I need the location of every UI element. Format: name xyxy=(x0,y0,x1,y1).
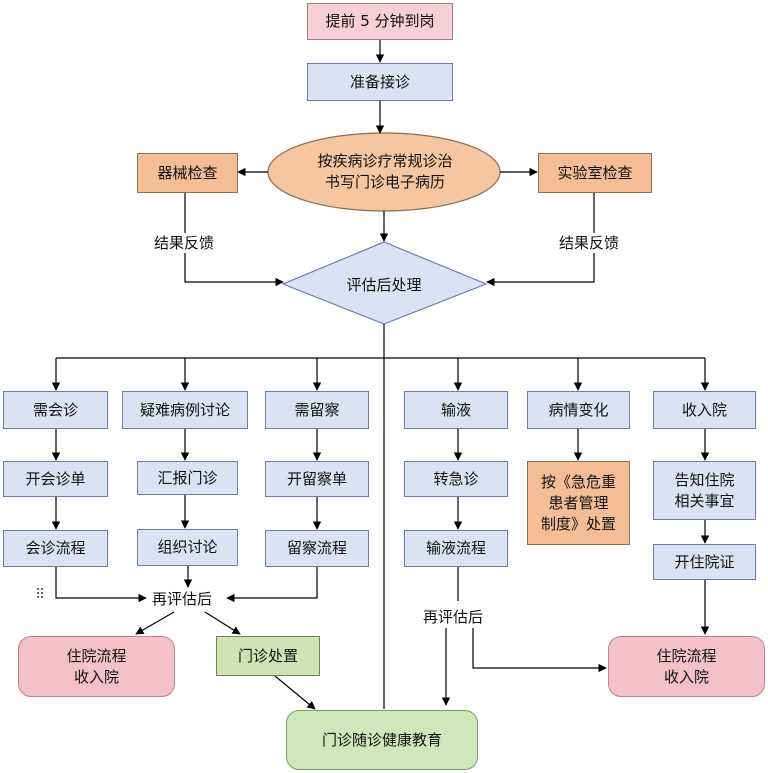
admission-cert-box: 开住院证 xyxy=(653,544,756,580)
evaluate-text: 评估后处理 xyxy=(346,275,422,294)
observation-form-box: 开留察单 xyxy=(265,461,369,497)
difficult-case-box: 疑难病例讨论 xyxy=(122,391,248,429)
feedback-right-label: 结果反馈 xyxy=(557,233,622,253)
drag-handle-icon: ⠿ xyxy=(35,587,45,603)
infusion-flow-box: 输液流程 xyxy=(404,530,508,567)
device-check-box: 器械检查 xyxy=(137,153,238,193)
infusion-box: 输液 xyxy=(404,391,508,429)
line-lab-feedback xyxy=(486,193,595,287)
consult-form-box: 开会诊单 xyxy=(3,461,108,497)
observation-flow-box: 留察流程 xyxy=(265,530,369,567)
consult-box: 需会诊 xyxy=(3,391,108,429)
line-consult-reeval xyxy=(55,567,147,603)
observation-box: 需留察 xyxy=(265,391,369,429)
report-clinic-box: 汇报门诊 xyxy=(137,461,238,495)
condition-change-box: 病情变化 xyxy=(527,391,630,429)
line-observation-reeval xyxy=(226,567,318,603)
consult-flow-box: 会诊流程 xyxy=(3,530,108,567)
inpatient-right-box: 住院流程 收入院 xyxy=(608,636,765,697)
organize-discussion-box: 组织讨论 xyxy=(137,529,238,566)
arrow-reeval-clinic xyxy=(204,611,241,635)
reevaluate-right-label: 再评估后 xyxy=(421,607,486,627)
line-reeval-inpatient xyxy=(472,628,607,673)
arrow-clinic-followup xyxy=(274,675,316,710)
emergency-transfer-box: 转急诊 xyxy=(404,461,508,497)
prepare-box: 准备接诊 xyxy=(307,63,453,101)
arrow-reeval-inpatient xyxy=(135,611,175,635)
admission-box: 收入院 xyxy=(653,391,756,429)
inpatient-left-box: 住院流程 收入院 xyxy=(18,636,175,697)
clinic-handling-box: 门诊处置 xyxy=(216,636,320,676)
followup-education-box: 门诊随诊健康教育 xyxy=(286,710,478,770)
critical-handling-box: 按《急危重 患者管理 制度》处置 xyxy=(527,461,630,545)
reevaluate-left-label: 再评估后 xyxy=(150,589,215,609)
feedback-left-label: 结果反馈 xyxy=(152,233,217,253)
diagnose-text: 按疾病诊疗常规诊治 书写门诊电子病历 xyxy=(317,152,453,191)
lab-check-box: 实验室检查 xyxy=(538,153,652,193)
inform-admission-box: 告知住院 相关事宜 xyxy=(653,461,756,520)
line-device-feedback xyxy=(184,193,284,287)
arrive-box: 提前 5 分钟到岗 xyxy=(307,3,453,40)
